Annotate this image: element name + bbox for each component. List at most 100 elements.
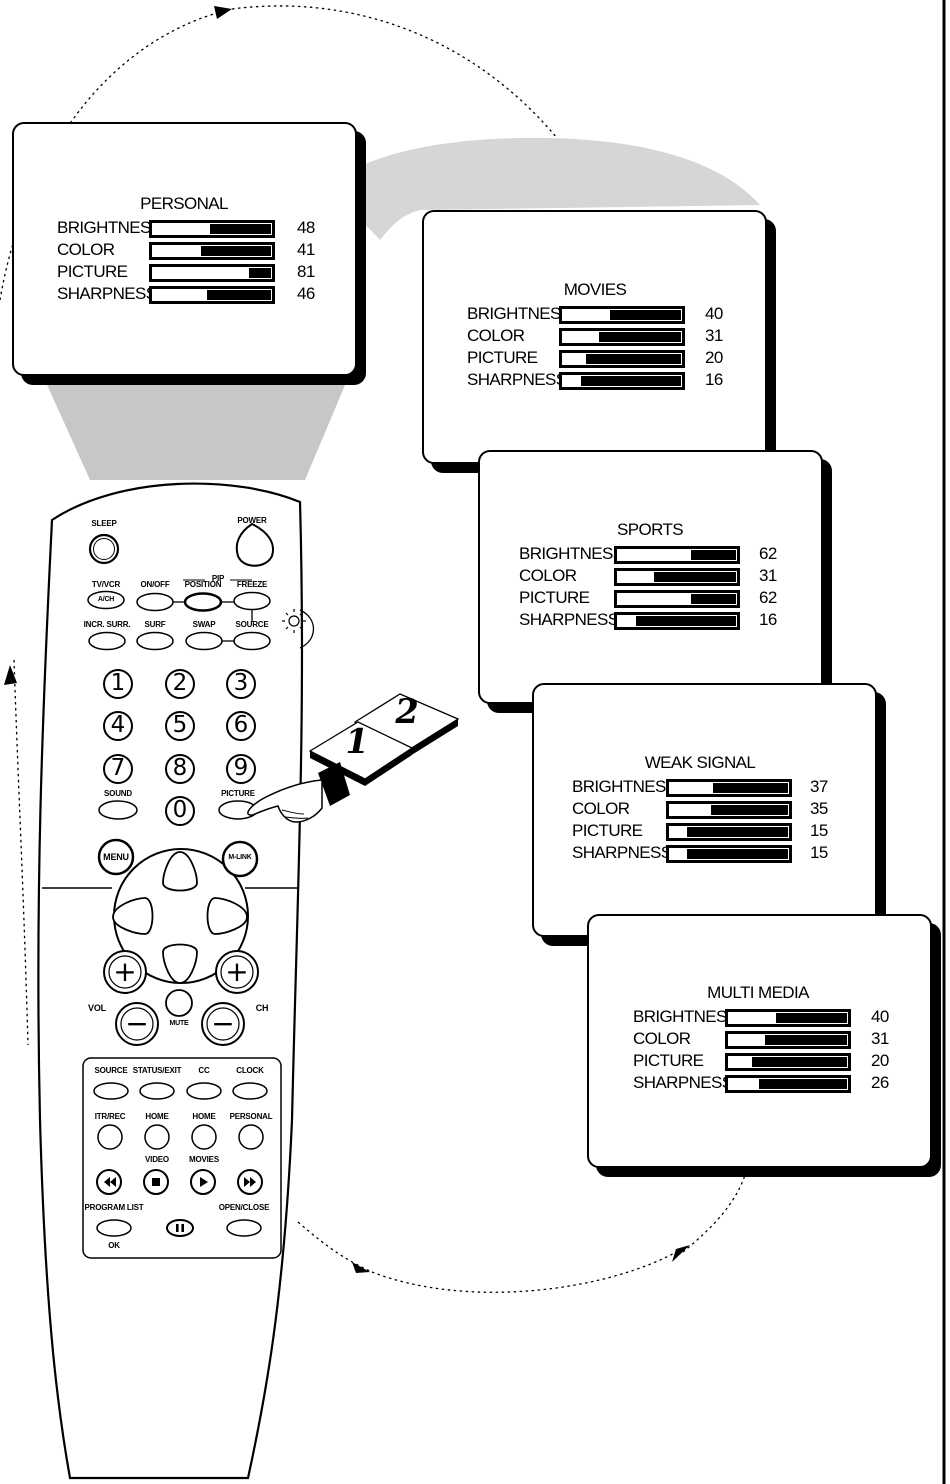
program-list-label: PROGRAM LIST xyxy=(84,1203,144,1212)
key-1-label: 1 xyxy=(110,670,126,696)
mute-label: MUTE xyxy=(169,1020,189,1027)
key-5[interactable] xyxy=(165,711,195,741)
status-exit-button[interactable] xyxy=(139,1082,175,1100)
home-label-2: HOME xyxy=(192,1112,216,1121)
itr-rec-label: ITR/REC xyxy=(94,1112,126,1121)
ch-up-button[interactable] xyxy=(215,950,259,994)
status-exit-label: STATUS/EXIT xyxy=(132,1066,182,1075)
source-button-2[interactable] xyxy=(93,1082,129,1100)
key-2-label: 2 xyxy=(172,670,188,696)
setting-slider-bar xyxy=(725,1053,851,1071)
home-label-1: HOME xyxy=(145,1112,169,1121)
source-button[interactable] xyxy=(233,631,271,651)
arrowhead-icon xyxy=(672,1245,690,1262)
up-arrow-button[interactable] xyxy=(162,851,198,892)
menu-button[interactable] xyxy=(97,838,135,876)
setting-label: COLOR xyxy=(57,240,115,259)
program-list-button[interactable] xyxy=(96,1219,132,1237)
key-4[interactable] xyxy=(103,711,133,741)
key-3[interactable] xyxy=(226,669,256,699)
clock-button[interactable] xyxy=(232,1082,268,1100)
slider-level xyxy=(669,848,687,860)
ch-down-button[interactable] xyxy=(201,1002,245,1046)
setting-label: PICTURE xyxy=(467,348,538,367)
key-2[interactable] xyxy=(165,669,195,699)
setting-label: BRIGHTNESS xyxy=(57,218,162,237)
setting-slider-bar xyxy=(725,1075,851,1093)
slider-level xyxy=(562,309,610,321)
ok-label: OK xyxy=(108,1241,120,1250)
power-button[interactable] xyxy=(235,522,274,567)
pip-freeze-button[interactable] xyxy=(233,591,271,611)
sound-button[interactable] xyxy=(98,800,138,820)
freeze-label: FREEZE xyxy=(236,580,268,589)
setting-value: 16 xyxy=(705,370,723,389)
sleep-button[interactable] xyxy=(88,533,120,565)
setting-label: BRIGHTNESS xyxy=(572,777,677,796)
tvvcr-button[interactable] xyxy=(87,590,125,610)
picture-label: PICTURE xyxy=(221,789,255,798)
vol-plus-glyph: + xyxy=(113,955,137,988)
pause-button[interactable] xyxy=(166,1219,194,1237)
power-label: POWER xyxy=(237,516,267,525)
right-arrow-button[interactable] xyxy=(206,897,248,935)
left-arrow-button[interactable] xyxy=(112,897,154,935)
slider-level xyxy=(617,615,636,627)
setting-slider-bar xyxy=(666,823,792,841)
setting-value: 26 xyxy=(871,1073,889,1092)
setting-slider-bar xyxy=(725,1031,851,1049)
surf-label: SURF xyxy=(144,620,166,629)
vol-down-button[interactable] xyxy=(115,1002,159,1046)
menu-title: WEAK SIGNAL xyxy=(644,753,756,772)
incr-surr-button[interactable] xyxy=(88,631,126,651)
setting-label: BRIGHTNESS xyxy=(519,544,624,563)
setting-value: 16 xyxy=(759,610,777,629)
swap-button[interactable] xyxy=(185,631,223,651)
setting-value: 81 xyxy=(297,262,315,281)
setting-value: 20 xyxy=(871,1051,889,1070)
fast-forward-icon xyxy=(244,1177,250,1187)
video-label: VIDEO xyxy=(145,1155,169,1164)
personal-label: PERSONAL xyxy=(229,1112,273,1121)
setting-slider-bar xyxy=(666,779,792,797)
source-label-2: SOURCE xyxy=(94,1066,128,1075)
home-video-button[interactable] xyxy=(144,1124,170,1150)
rewind-icon xyxy=(104,1177,110,1187)
setting-slider-bar xyxy=(614,612,740,630)
key-0-label: 0 xyxy=(172,797,188,823)
key-6[interactable] xyxy=(226,711,256,741)
slider-level xyxy=(669,804,711,816)
step-1-card xyxy=(308,721,414,786)
slider-level xyxy=(728,1056,752,1068)
cc-button[interactable] xyxy=(186,1082,222,1100)
key-8[interactable] xyxy=(165,754,195,784)
lower-button-panel xyxy=(82,1057,282,1259)
key-9[interactable] xyxy=(226,754,256,784)
gray-screen-beam xyxy=(44,378,348,480)
setting-label: COLOR xyxy=(467,326,525,345)
setting-value: 62 xyxy=(759,544,777,563)
mute-button[interactable] xyxy=(165,989,193,1017)
down-arrow-button[interactable] xyxy=(162,943,198,984)
home-movies-button[interactable] xyxy=(191,1124,217,1150)
vol-up-button[interactable] xyxy=(103,950,147,994)
setting-value: 62 xyxy=(759,588,777,607)
setting-value: 40 xyxy=(705,304,723,323)
setting-slider-bar xyxy=(614,546,740,564)
surf-button[interactable] xyxy=(136,631,174,651)
key-1[interactable] xyxy=(103,669,133,699)
pip-position-button[interactable] xyxy=(183,592,223,612)
vol-minus-glyph: − xyxy=(125,1007,149,1040)
personal-button[interactable] xyxy=(238,1124,264,1150)
movies-label: MOVIES xyxy=(189,1155,219,1164)
incr-surr-label: INCR. SURR. xyxy=(83,620,131,629)
setting-label: PICTURE xyxy=(57,262,128,281)
open-close-button[interactable] xyxy=(226,1219,262,1237)
itr-rec-button[interactable] xyxy=(97,1124,123,1150)
setting-value: 35 xyxy=(810,799,828,818)
key-5-label: 5 xyxy=(172,712,188,738)
key-0[interactable] xyxy=(165,796,195,826)
slider-level xyxy=(728,1012,776,1024)
mlink-button[interactable] xyxy=(221,840,259,878)
key-7[interactable] xyxy=(103,754,133,784)
